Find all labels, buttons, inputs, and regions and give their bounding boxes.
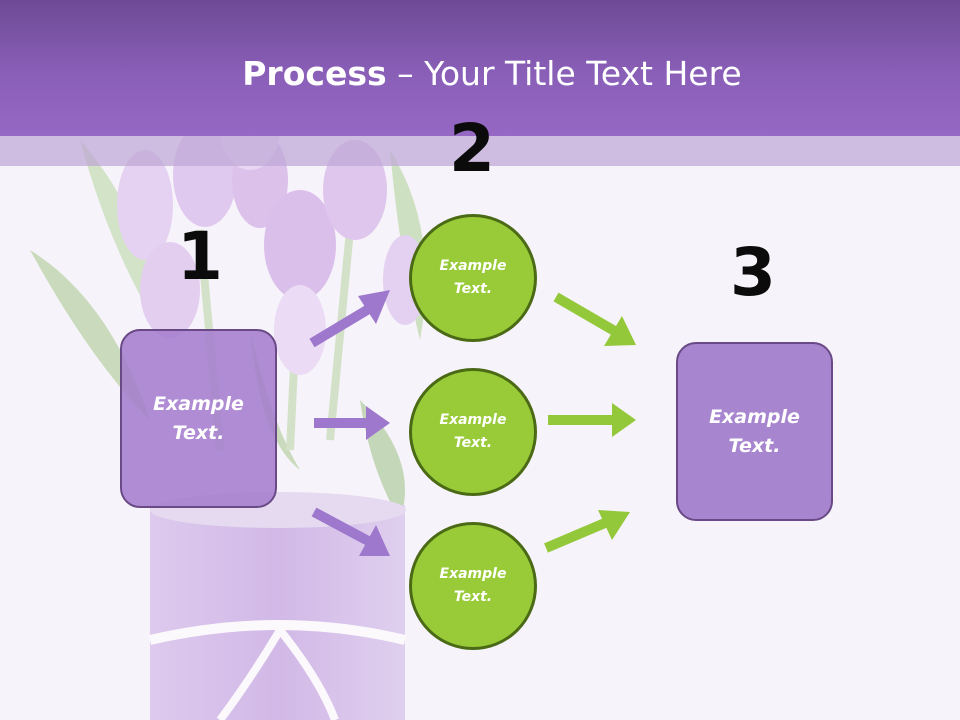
process-circle-2[interactable]: Example Text. — [409, 368, 537, 496]
step-number-3: 3 — [730, 234, 776, 311]
header-band — [0, 136, 960, 166]
step-number-1: 1 — [177, 218, 223, 295]
output-box[interactable]: Example Text. — [676, 342, 833, 521]
circle-3-line-2: Text. — [453, 589, 493, 605]
input-box-text: Example Text. — [153, 390, 244, 448]
input-box[interactable]: Example Text. — [120, 329, 277, 508]
input-box-line-2: Text. — [172, 421, 225, 444]
title-bold-part: Process — [242, 54, 387, 93]
header-bar — [0, 0, 960, 136]
process-circle-3[interactable]: Example Text. — [409, 522, 537, 650]
output-box-text: Example Text. — [709, 403, 800, 461]
slide-title[interactable]: Process – Your Title Text Here — [0, 52, 960, 96]
circle-1-line-1: Example — [439, 258, 507, 274]
circle-3-line-1: Example — [439, 566, 507, 582]
step-number-2: 2 — [449, 110, 495, 187]
output-box-line-2: Text. — [728, 434, 781, 457]
circle-2-line-1: Example — [439, 412, 507, 428]
circle-2-line-2: Text. — [453, 435, 493, 451]
input-box-line-1: Example — [153, 392, 244, 415]
process-circle-1[interactable]: Example Text. — [409, 214, 537, 342]
title-rest-part: – Your Title Text Here — [386, 54, 742, 93]
circle-1-line-2: Text. — [453, 281, 493, 297]
output-box-line-1: Example — [709, 405, 800, 428]
